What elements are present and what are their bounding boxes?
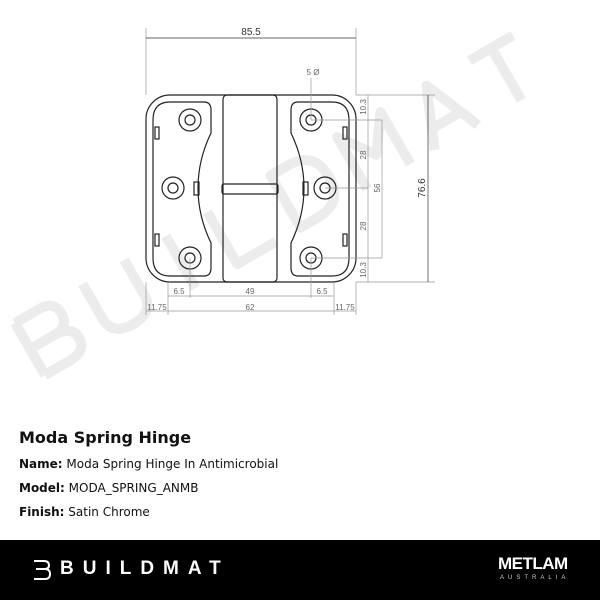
dim-overall-width: 85.5 xyxy=(241,27,261,38)
dim-center-span: 49 xyxy=(246,287,255,296)
hinge-technical-drawing: 85.5 76.6 5 Ø 10.3 28 28 10.3 56 6.5 49 … xyxy=(10,27,526,380)
name-value: Moda Spring Hinge In Antimicrobial xyxy=(66,457,279,471)
metlam-logo-subtitle: AUSTRALIA xyxy=(500,575,570,581)
dim-overall-height: 76.6 xyxy=(417,178,428,198)
finish-label: Finish: xyxy=(19,505,65,519)
metlam-logo: METLAM xyxy=(498,554,568,573)
product-finish-row: Finish: Satin Chrome xyxy=(19,505,150,519)
dim-hole-diameter: 5 Ø xyxy=(307,68,320,77)
dim-right-offset: 6.5 xyxy=(316,287,328,296)
product-name-row: Name: Moda Spring Hinge In Antimicrobial xyxy=(19,457,278,471)
dim-hole-span: 56 xyxy=(373,183,382,192)
buildmat-logo-text: BUILDMAT xyxy=(60,558,230,579)
dim-bottom-margin: 10.3 xyxy=(359,262,368,278)
dimension-lines xyxy=(145,28,435,315)
name-label: Name: xyxy=(19,457,63,471)
dim-base-span: 62 xyxy=(246,303,255,312)
product-title: Moda Spring Hinge xyxy=(19,428,192,447)
model-value: MODA_SPRING_ANMB xyxy=(68,481,199,495)
finish-value: Satin Chrome xyxy=(68,505,150,519)
footer-bar: BUILDMAT METLAM AUSTRALIA xyxy=(0,540,600,600)
dim-lower-pitch: 28 xyxy=(359,221,368,230)
dim-upper-pitch: 28 xyxy=(359,150,368,159)
dim-left-edge: 11.75 xyxy=(147,303,167,312)
watermark xyxy=(10,31,526,380)
dim-left-offset: 6.5 xyxy=(173,287,185,296)
dim-top-margin: 10.3 xyxy=(359,99,368,115)
buildmat-logo-icon xyxy=(34,560,52,580)
model-label: Model: xyxy=(19,481,65,495)
dim-right-edge: 11.75 xyxy=(335,303,355,312)
product-model-row: Model: MODA_SPRING_ANMB xyxy=(19,481,198,495)
